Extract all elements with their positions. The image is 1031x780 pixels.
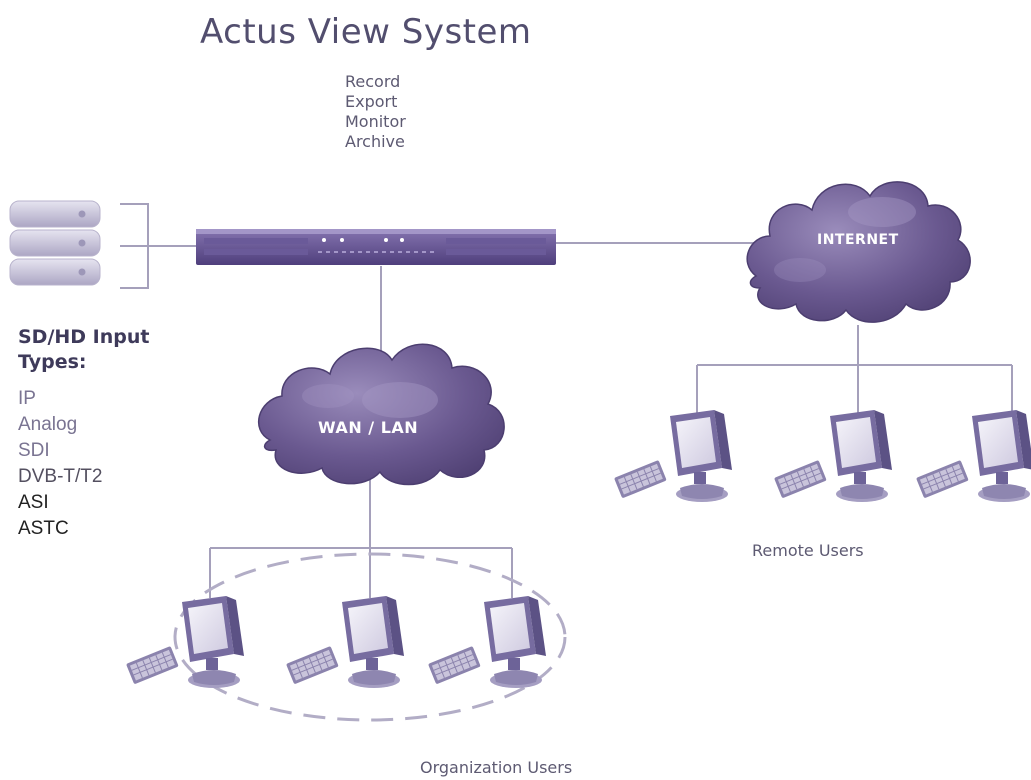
function-item: Record xyxy=(345,72,401,91)
remote-computer-icon xyxy=(773,409,893,503)
page-title: Actus View System xyxy=(200,12,532,52)
function-item: Archive xyxy=(345,132,405,151)
server-rack-icon xyxy=(196,229,556,265)
storage-icon xyxy=(9,200,101,286)
input-type-item: IP xyxy=(18,388,36,409)
organization-computer-icon xyxy=(125,595,245,689)
input-types-heading: SD/HD Input Types: xyxy=(18,325,218,375)
organization-computer-icon xyxy=(285,595,405,689)
input-heading-line: Types: xyxy=(18,351,87,373)
internet-label: INTERNET xyxy=(817,232,899,248)
input-heading-line: SD/HD Input xyxy=(18,326,150,348)
function-list: Record Export Monitor Archive xyxy=(345,72,406,152)
input-types-list: IP Analog SDI DVB-T/T2 ASI ASTC xyxy=(18,386,102,542)
organization-computer-icon xyxy=(427,595,547,689)
function-item: Export xyxy=(345,92,398,111)
remote-computer-icon xyxy=(915,409,1031,503)
input-type-item: ASTC xyxy=(18,518,69,539)
remote-users-caption: Remote Users xyxy=(752,541,864,560)
internet-cloud-icon xyxy=(746,181,971,323)
input-type-item: Analog xyxy=(18,414,78,435)
input-type-item: SDI xyxy=(18,440,50,461)
connection-lines xyxy=(120,203,1013,598)
function-item: Monitor xyxy=(345,112,406,131)
organization-users-caption: Organization Users xyxy=(420,758,573,777)
input-type-item: DVB-T/T2 xyxy=(18,466,103,487)
wan-lan-label: WAN / LAN xyxy=(318,418,419,437)
wan-lan-cloud-icon xyxy=(258,343,505,486)
input-type-item: ASI xyxy=(18,492,49,513)
organization-group-ellipse xyxy=(173,552,567,722)
remote-computer-icon xyxy=(613,409,733,503)
